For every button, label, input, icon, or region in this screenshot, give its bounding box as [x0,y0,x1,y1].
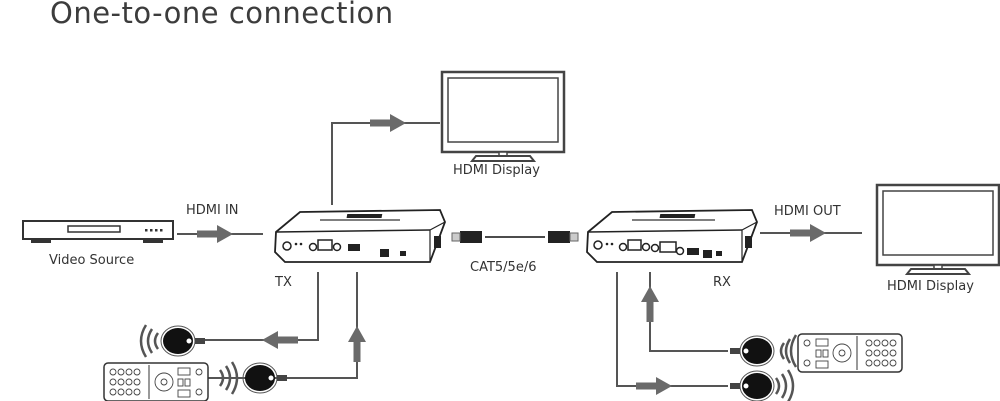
hdmi-display-top [440,70,566,163]
hdmi-out-connection [760,224,862,242]
tx-ir-receiver [218,361,288,395]
rx-ir-out-connection [616,272,728,395]
tx-remote-control [103,362,209,401]
tx-ir-blaster [139,324,206,358]
rx-remote-control [797,333,903,373]
right-display-label: HDMI Display [887,279,974,294]
hdmi-out-label: HDMI OUT [774,204,841,219]
hdmi-in-label: HDMI IN [186,203,239,218]
diagram-title: One-to-one connection [50,0,394,30]
tx-loopout-connection [331,114,440,205]
cable-label: CAT5/5e/6 [470,260,537,275]
video-source-device [22,220,174,243]
hdmi-in-connection [177,225,263,243]
tx-extender-device [274,209,446,263]
rx-label: RX [713,275,731,290]
rx-extender-device [586,209,758,263]
tx-ir-out-connection [200,272,319,349]
video-source-label: Video Source [49,253,135,268]
cat-cable [451,231,579,243]
hdmi-display-right [875,183,1000,276]
top-display-label: HDMI Display [453,163,540,178]
rx-ir-in-connection [641,272,728,352]
rx-ir-blaster [729,369,795,401]
rx-ir-receiver [729,334,798,368]
tx-label: TX [275,275,292,290]
